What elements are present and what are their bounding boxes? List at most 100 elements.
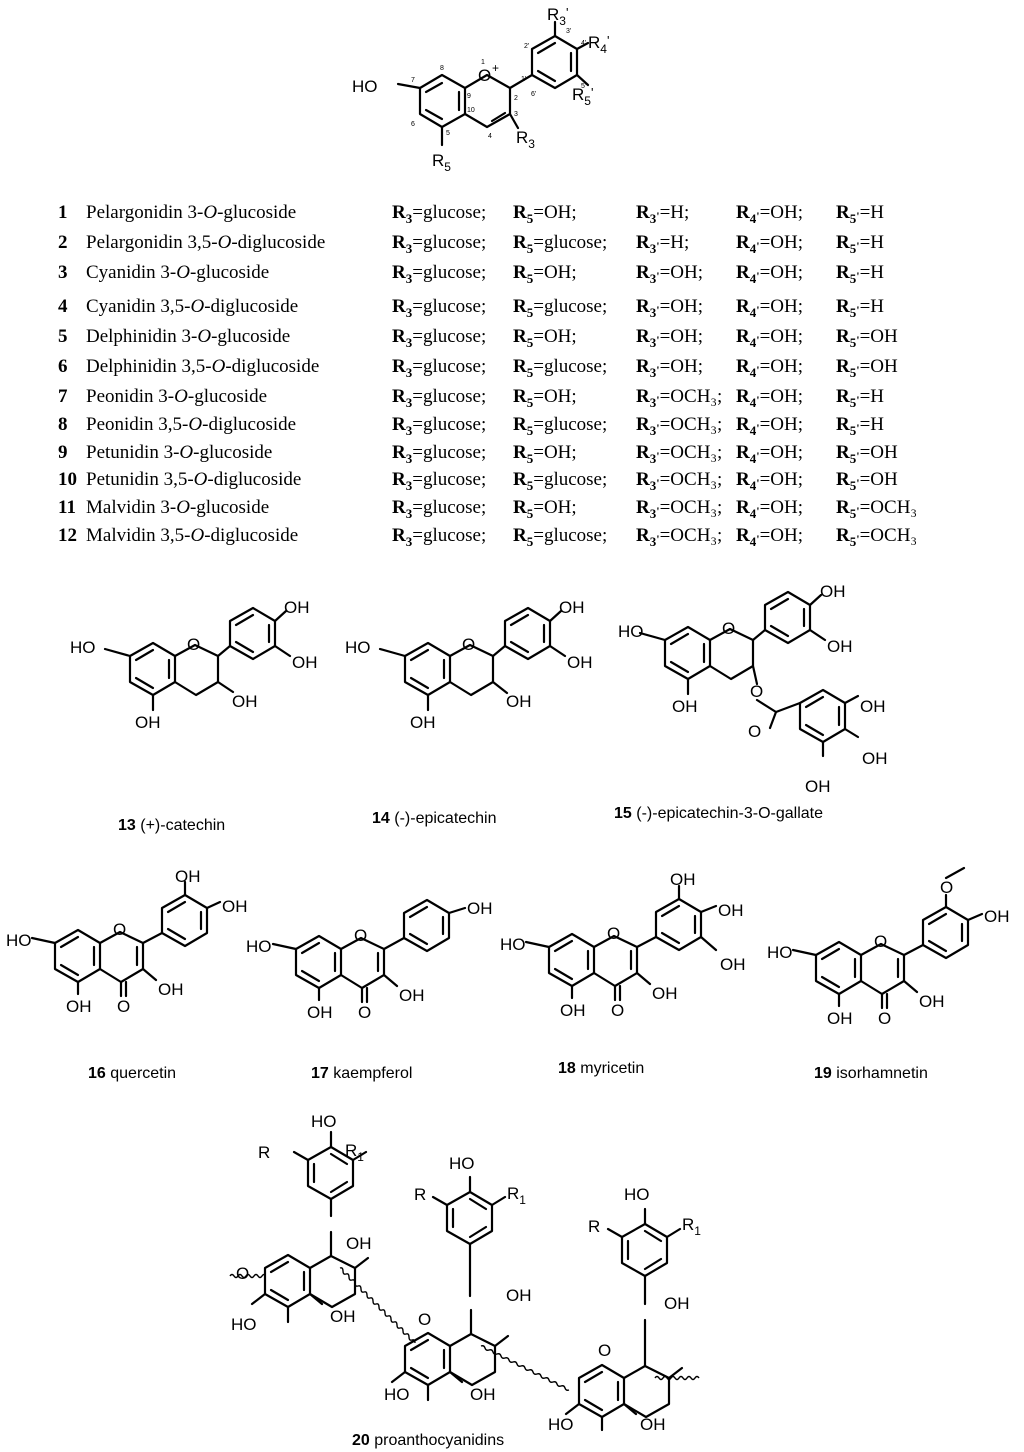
position-7: 7 [411,77,415,84]
oh-label: OH [820,582,846,601]
r3-label: R3 [516,128,535,151]
ring-o-label: O [187,635,200,654]
carbonyl-o-label: O [117,997,130,1016]
methoxy-o-label: O [940,878,953,897]
carbonyl-o-label: O [611,1001,624,1020]
position-2: 2 [514,95,518,102]
oh-label: OH [284,598,310,617]
carbonyl-o-label: O [358,1003,371,1022]
ho-label: HO [246,937,272,956]
oh-label: OH [470,1385,496,1404]
caption-20: 20 proanthocyanidins [352,1432,504,1449]
oh-label: OH [467,899,493,918]
carbonyl-o-label: O [748,722,761,741]
ho-label: HO [618,622,644,641]
oh-label: OH [567,653,593,672]
ho-label: HO [70,638,96,657]
oh-label: OH [346,1234,372,1253]
position-1: 1 [481,59,485,66]
oh-label: OH [222,897,248,916]
ho-label: HO [449,1154,475,1173]
oh-label: OH [410,713,436,732]
oh-label: OH [158,980,184,999]
position-6-prime: 6' [531,91,536,98]
oh-label: OH [135,713,161,732]
oh-label: OH [860,697,886,716]
position-4: 4 [488,133,492,140]
oh-label: OH [718,901,744,920]
oh-label: OH [720,955,746,974]
r1-label: R1 [507,1184,526,1207]
ring-o-label: O [236,1264,249,1283]
oh-label: OH [66,997,92,1016]
caption-14: 14 (-)-epicatechin [372,810,497,827]
caption-17: 17 kaempferol [311,1065,412,1082]
ring-o-label: O [607,924,620,943]
oh-label: OH [827,1009,853,1028]
oh-label: OH [862,749,888,768]
wavy-linkage [654,1375,700,1381]
structure-13-catechin: O HO OH OH OH OH 13 (+)-catechin [70,598,318,834]
oxonium-o-label: O [478,66,491,85]
oh-label: OH [672,697,698,716]
structure-19-isorhamnetin: O HO OH O OH O OH 19 isorhamnetin [767,866,1010,1082]
caption-15: 15 (-)-epicatechin-3-O-gallate [614,805,823,822]
oh-label: OH [805,777,831,796]
position-1-prime: 1' [521,76,526,83]
r1-label: R1 [682,1215,701,1238]
position-5: 5 [446,130,450,137]
oh-label: OH [652,984,678,1003]
oh-label: OH [330,1307,356,1326]
structure-20-proanthocyanidins: O R R1 HO OH HO OH O R R1 HO OH HO OH O … [229,1112,701,1449]
structure-17-kaempferol: O HO OH O OH OH 17 kaempferol [246,898,493,1082]
ring-o-label: O [874,932,887,951]
position-3: 3 [514,111,518,118]
carbonyl-o-label: O [878,1009,891,1028]
wavy-linkage [480,1345,570,1391]
oh-label: OH [984,907,1010,926]
oh-label: OH [919,992,945,1011]
plus-charge: + [492,61,499,75]
ho-label: HO [500,935,526,954]
oh-label: OH [232,692,258,711]
oh-label: OH [506,1286,532,1305]
wavy-linkage [229,1273,266,1279]
caption-18: 18 myricetin [558,1060,644,1077]
position-10: 10 [467,107,475,114]
structure-18-myricetin: O HO OH O OH OH OH OH 18 myricetin [500,870,746,1077]
caption-16: 16 quercetin [88,1065,176,1082]
ho-label: HO [384,1385,410,1404]
oh-label: OH [640,1415,666,1434]
ring-o-label: O [113,920,126,939]
position-6: 6 [411,121,415,128]
ho-label: HO [345,638,371,657]
position-4-prime: 4' [581,40,586,47]
r5-prime-label: R5' [572,85,593,108]
position-3-prime: 3' [566,28,571,35]
ho-label: HO [231,1315,257,1334]
ho-label: HO [6,931,32,950]
oh-label: OH [506,692,532,711]
position-9: 9 [467,93,471,100]
wavy-linkage [339,1267,416,1344]
position-2-prime: 2' [524,43,529,50]
r3-prime-label: R3' [547,5,568,28]
oh-label: OH [292,653,318,672]
oh-label: OH [664,1294,690,1313]
ho-label: HO [311,1112,337,1131]
ring-o-label: O [722,619,735,638]
oh-label: OH [307,1003,333,1022]
position-8: 8 [440,65,444,72]
oh-label: OH [175,867,201,886]
